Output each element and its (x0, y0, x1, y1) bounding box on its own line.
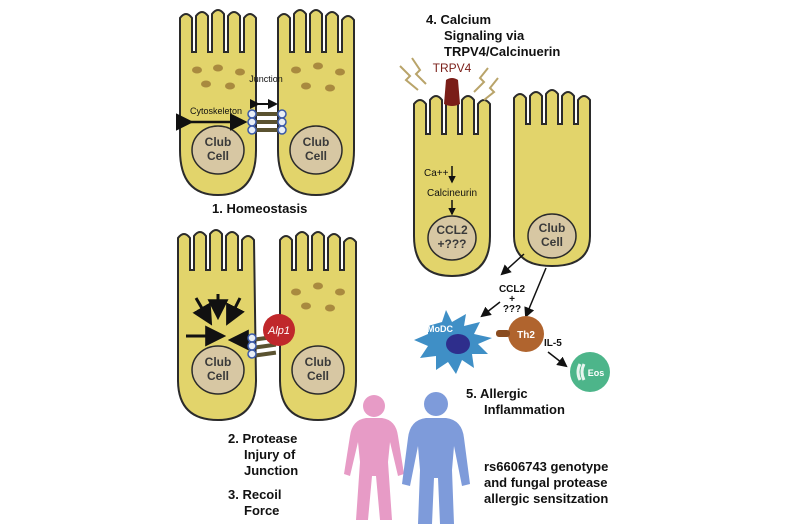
modc-nucleus (446, 334, 470, 354)
trpv4-channel (444, 78, 460, 106)
club-cell-label: Club (305, 355, 332, 369)
club-cell-label: Club (205, 355, 232, 369)
calcineurin-label: Calcineurin (427, 188, 477, 199)
ccl2-cell-label: CCL2 (436, 223, 468, 237)
step-2-label: 2. Protease (228, 431, 297, 446)
step-3-label: Force (244, 503, 279, 518)
alp1-protease (263, 314, 295, 346)
modc-label: MoDC (427, 324, 453, 334)
step-4-label: TRPV4/Calcinuerin (444, 44, 560, 59)
ccl2-cell-label: +??? (438, 237, 467, 251)
genotype-label: and fungal protease (484, 475, 608, 490)
club-cell-label: Cell (207, 369, 229, 383)
genotype-label: rs6606743 genotype (484, 459, 608, 474)
step-4-label: 4. Calcium (426, 12, 491, 27)
female-figure (344, 395, 404, 520)
panel-homeostasis: Club Cell Club Cell Junction Cytoskeleto… (176, 9, 355, 216)
th2-cell (508, 316, 544, 352)
step-5-label: Inflammation (484, 402, 565, 417)
ccl2-out-label: CCL2 (499, 284, 526, 295)
th2-label: Th2 (517, 330, 535, 341)
nucleus (527, 213, 577, 259)
panel-protease-injury: Alp1 Club Cell Club Cell 2. Protease Inj… (177, 229, 357, 518)
step-2-label: Junction (244, 463, 298, 478)
club-cell-label: Club (539, 221, 566, 235)
panel-calcium-signaling: 4. Calcium Signaling via TRPV4/Calcinuer… (399, 12, 591, 278)
step-1-label: 1. Homeostasis (212, 201, 307, 216)
calcium-label: Ca++ (424, 168, 449, 179)
junction-complex (247, 109, 287, 135)
club-cell-label: Cell (307, 369, 329, 383)
ccl2-out-label: ??? (503, 304, 521, 315)
trpv4-label: TRPV4 (433, 61, 472, 75)
nucleus (191, 345, 245, 395)
granules (192, 62, 345, 92)
stimulus-bolts (399, 57, 499, 101)
step-3-label: 3. Recoil (228, 487, 281, 502)
step-5-label: 5. Allergic (466, 386, 528, 401)
step-2-label: Injury of (244, 447, 296, 462)
club-cell-label: Club (205, 135, 232, 149)
club-cell-label: Club (303, 135, 330, 149)
nucleus (291, 345, 345, 395)
club-cell-label: Cell (541, 235, 563, 249)
cytoskeleton-label: Cytoskeleton (190, 106, 242, 116)
nucleus (289, 125, 343, 175)
club-cell-label: Cell (305, 149, 327, 163)
eos-cell (570, 352, 610, 392)
nucleus (427, 215, 477, 261)
ccl2-out-label: + (509, 294, 515, 305)
male-figure (402, 392, 470, 524)
junction-label: Junction (249, 74, 283, 84)
eos-label: Eos (588, 368, 605, 378)
panel-allergic-inflammation: CCL2 + ??? MoDC Th2 IL-5 Eos 5. Allergic… (414, 253, 610, 417)
granules (291, 282, 345, 312)
recoil-arrows (186, 294, 250, 351)
club-cell-label: Cell (207, 149, 229, 163)
genotype-label: allergic sensitzation (484, 491, 608, 506)
il5-label: IL-5 (544, 338, 562, 349)
step-4-label: Signaling via (444, 28, 525, 43)
alp1-label: Alp1 (267, 325, 290, 337)
